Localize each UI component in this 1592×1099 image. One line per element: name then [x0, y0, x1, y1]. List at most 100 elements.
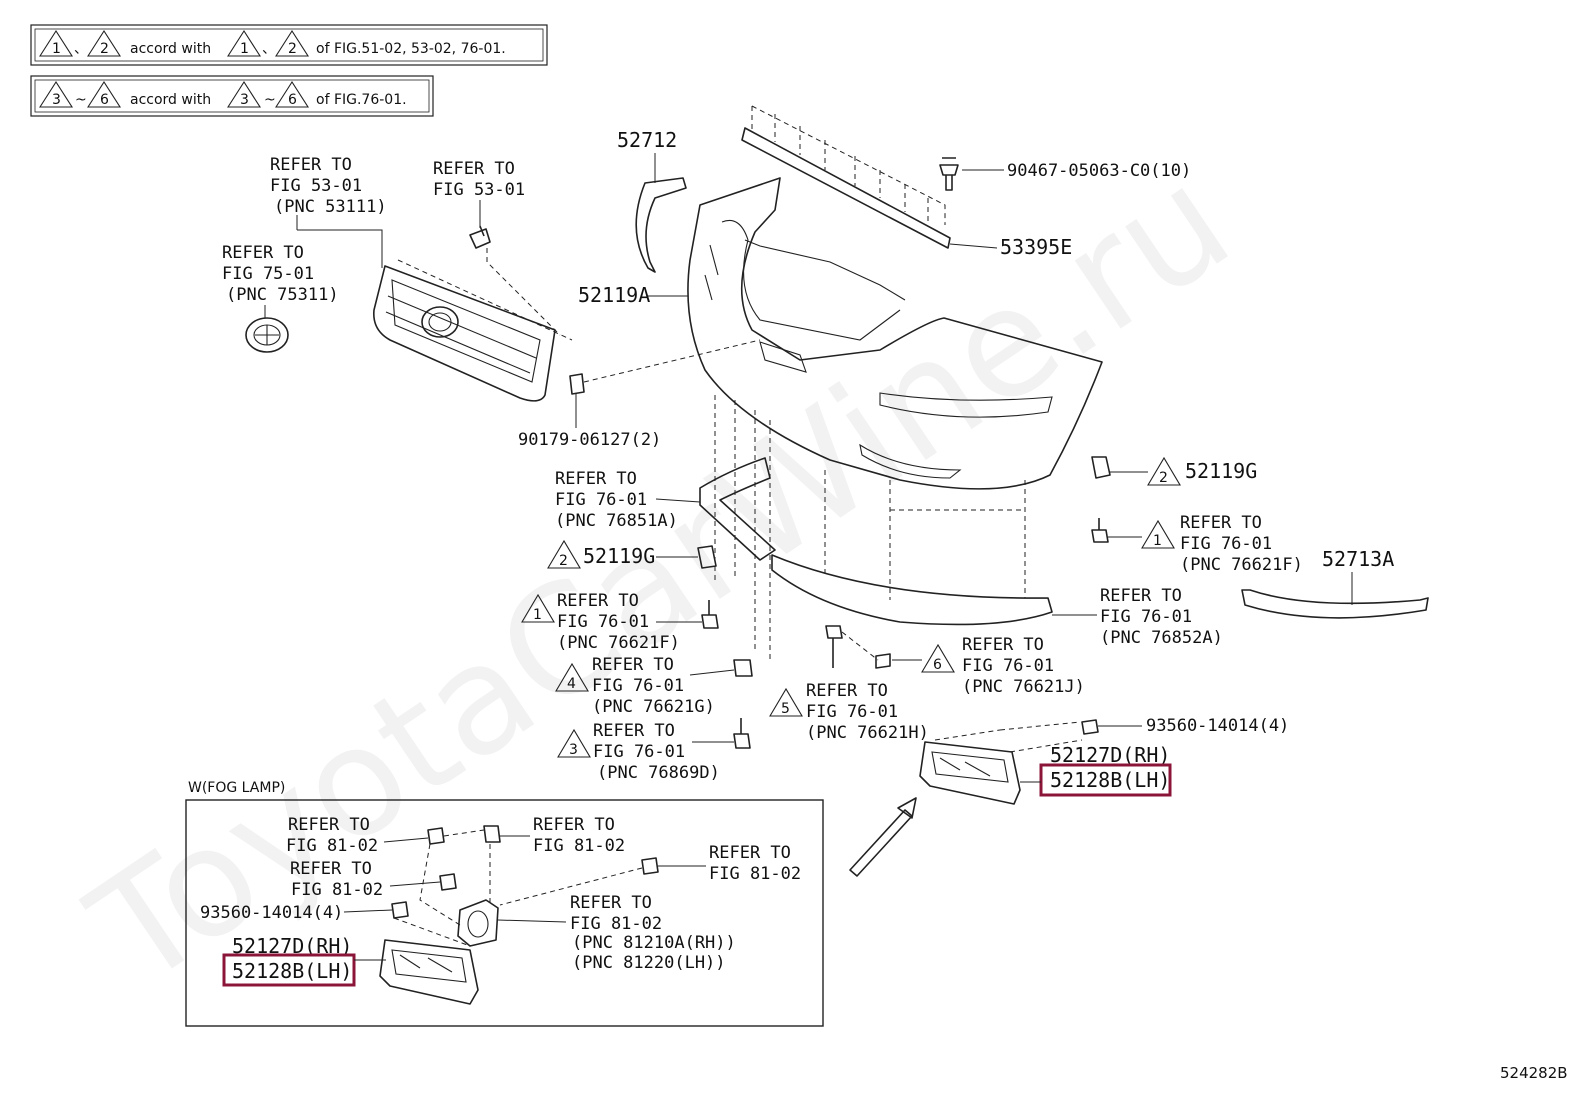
- svg-text:~: ~: [264, 92, 276, 108]
- bolt-76621F-right-icon: [1091, 518, 1109, 543]
- svg-text:(PNC 76852A): (PNC 76852A): [1100, 628, 1223, 648]
- svg-text:2: 2: [100, 41, 109, 57]
- svg-text:(PNC 81210A(RH)): (PNC 81210A(RH)): [572, 933, 736, 953]
- svg-text:3: 3: [52, 92, 61, 108]
- svg-text:REFER TO: REFER TO: [593, 721, 675, 741]
- svg-text:52713A: 52713A: [1322, 547, 1394, 571]
- ref-grille-label: REFER TO FIG 53-01 (PNC 53111): [270, 155, 387, 268]
- ref-76621G-label: 4 REFER TO FIG 76-01 (PNC 76621G): [555, 655, 735, 717]
- label-52119A: 52119A: [578, 283, 688, 307]
- svg-text:90467-05063-C0(10): 90467-05063-C0(10): [1007, 161, 1191, 181]
- ref-76621F-right-label: 1 REFER TO FIG 76-01 (PNC 76621F): [1108, 513, 1303, 575]
- label-53395E: 53395E: [949, 235, 1072, 259]
- molding-52713A-drawing: [1241, 589, 1429, 619]
- fog-cover-main-drawing: [919, 721, 1083, 805]
- legend-row-1: 1 、 2 accord with 1 、 2 of FIG.51-02, 53…: [30, 24, 548, 66]
- label-90467: 90467-05063-C0(10): [962, 161, 1191, 181]
- inset-fog-lamp: W(FOG LAMP) REFER TO FIG 81-02 REFER TO …: [185, 780, 824, 1027]
- molding-52712-drawing: [635, 177, 687, 273]
- svg-text:FIG 76-01: FIG 76-01: [1180, 534, 1272, 554]
- clip-52119G-left-icon: [697, 545, 717, 569]
- svg-text:2: 2: [1159, 470, 1168, 486]
- svg-text:(PNC 76621F): (PNC 76621F): [557, 633, 680, 653]
- bolt-76621F-left-icon: [701, 600, 719, 629]
- svg-text:(PNC 76621J): (PNC 76621J): [962, 677, 1085, 697]
- svg-text:4: 4: [567, 676, 576, 692]
- ref-76621F-left-label: 1 REFER TO FIG 76-01 (PNC 76621F): [521, 591, 702, 653]
- svg-text:REFER TO: REFER TO: [570, 893, 652, 913]
- svg-text:6: 6: [100, 92, 109, 108]
- svg-text:accord with: accord with: [130, 41, 211, 57]
- svg-text:FIG 76-01: FIG 76-01: [806, 702, 898, 722]
- svg-text:REFER TO: REFER TO: [709, 843, 791, 863]
- svg-text:3: 3: [569, 742, 578, 758]
- svg-text:53395E: 53395E: [1000, 235, 1072, 259]
- svg-text:52119G: 52119G: [1185, 459, 1257, 483]
- svg-text:REFER TO: REFER TO: [962, 635, 1044, 655]
- svg-text:(PNC 81220(LH)): (PNC 81220(LH)): [572, 953, 726, 973]
- grille-clip-icon: [469, 225, 491, 249]
- svg-text:FIG 81-02: FIG 81-02: [709, 864, 801, 884]
- ref-76852A-label: REFER TO FIG 76-01 (PNC 76852A): [1052, 586, 1223, 648]
- svg-text:52712: 52712: [617, 128, 677, 152]
- svg-text:FIG 81-02: FIG 81-02: [286, 836, 378, 856]
- bolt-76621J-icon: [825, 625, 891, 669]
- svg-text:REFER TO: REFER TO: [288, 815, 370, 835]
- svg-text:5: 5: [781, 701, 790, 717]
- svg-text:REFER TO: REFER TO: [555, 469, 637, 489]
- svg-text:REFER TO: REFER TO: [533, 815, 615, 835]
- svg-text:52128B(LH): 52128B(LH): [1050, 768, 1170, 792]
- ref-76621J-label: 6 REFER TO FIG 76-01 (PNC 76621J): [892, 635, 1085, 697]
- legend-row-2: 3 ~ 6 accord with 3 ~ 6 of FIG.76-01.: [30, 75, 434, 117]
- svg-text:FIG 76-01: FIG 76-01: [592, 676, 684, 696]
- svg-text:、: 、: [262, 41, 276, 57]
- radiator-grille-drawing: [373, 248, 573, 402]
- ref-76869D-label: 3 REFER TO FIG 76-01 (PNC 76869D): [557, 721, 734, 783]
- svg-text:REFER TO: REFER TO: [806, 681, 888, 701]
- svg-text:of FIG.76-01.: of FIG.76-01.: [316, 92, 407, 108]
- ref-76851A-label: REFER TO FIG 76-01 (PNC 76851A): [555, 469, 701, 531]
- svg-text:FIG 81-02: FIG 81-02: [533, 836, 625, 856]
- nut-76621G-icon: [733, 659, 753, 677]
- label-93560-main: 93560-14014(4): [1098, 716, 1289, 736]
- svg-text:(PNC 76621F): (PNC 76621F): [1180, 555, 1303, 575]
- svg-text:52119G: 52119G: [583, 544, 655, 568]
- figure-id: 524282B: [1500, 1064, 1568, 1082]
- inset-title: W(FOG LAMP): [188, 780, 285, 796]
- svg-text:REFER TO: REFER TO: [592, 655, 674, 675]
- svg-text:FIG 76-01: FIG 76-01: [555, 490, 647, 510]
- svg-text:REFER TO: REFER TO: [290, 859, 372, 879]
- svg-text:6: 6: [933, 657, 942, 673]
- inset-label-52128B: 52128B(LH): [232, 959, 352, 983]
- label-52713A: 52713A: [1322, 547, 1394, 605]
- svg-text:FIG 81-02: FIG 81-02: [291, 880, 383, 900]
- spoiler-76852A-drawing: [771, 470, 1053, 626]
- clip-52119G-right-icon: [1091, 456, 1111, 479]
- svg-text:93560-14014(4): 93560-14014(4): [1146, 716, 1289, 736]
- svg-text:of FIG.51-02, 53-02, 76-01.: of FIG.51-02, 53-02, 76-01.: [316, 41, 506, 57]
- ref-76621H-label: 5 REFER TO FIG 76-01 (PNC 76621H): [769, 681, 929, 743]
- label-90179: 90179-06127(2): [518, 430, 661, 450]
- svg-text:6: 6: [288, 92, 297, 108]
- clip-90179-icon: [569, 339, 761, 428]
- label-52712: 52712: [617, 128, 677, 183]
- svg-text:REFER TO: REFER TO: [222, 243, 304, 263]
- svg-text:~: ~: [75, 92, 87, 108]
- svg-text:(PNC 76621G): (PNC 76621G): [592, 697, 715, 717]
- svg-text:52119A: 52119A: [578, 283, 650, 307]
- svg-text:3: 3: [240, 92, 249, 108]
- svg-text:1: 1: [533, 607, 542, 623]
- ref-grille-clip-label: REFER TO FIG 53-01: [433, 159, 525, 228]
- svg-text:FIG 53-01: FIG 53-01: [270, 176, 362, 196]
- svg-text:、: 、: [74, 41, 88, 57]
- svg-text:2: 2: [559, 553, 568, 569]
- svg-text:FIG 81-02: FIG 81-02: [570, 914, 662, 934]
- svg-text:REFER TO: REFER TO: [1180, 513, 1262, 533]
- svg-text:2: 2: [288, 41, 297, 57]
- bolt-76869D-icon: [733, 718, 751, 749]
- clip-90467-icon: [939, 157, 959, 191]
- svg-text:FIG 53-01: FIG 53-01: [433, 180, 525, 200]
- ref-emblem-label: REFER TO FIG 75-01 (PNC 75311): [222, 243, 339, 318]
- emblem-drawing: [245, 317, 289, 353]
- svg-text:93560-14014(4): 93560-14014(4): [200, 903, 343, 923]
